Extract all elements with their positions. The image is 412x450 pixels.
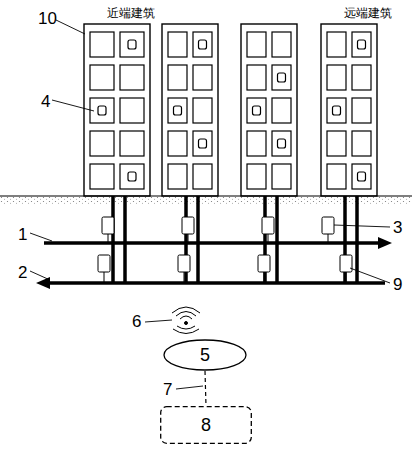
buildings (84, 24, 377, 196)
supply-pipe (44, 237, 392, 249)
ground-line (0, 195, 412, 196)
ellipse-unit: 5 (163, 339, 247, 371)
callout-number: 9 (393, 276, 402, 293)
dashed-box: 8 (160, 406, 252, 444)
meters (98, 217, 352, 283)
callout-number: 6 (132, 313, 141, 330)
callout-number: 8 (201, 416, 211, 434)
return-pipe (36, 277, 385, 289)
callout-number: 2 (18, 264, 27, 281)
callout-number: 1 (18, 226, 27, 243)
wireless-icon (172, 307, 200, 334)
building-label: 远端建筑 (344, 7, 392, 19)
callout-number: 3 (393, 219, 402, 236)
ground-band (0, 196, 412, 205)
callout-number: 4 (41, 93, 50, 110)
leader-lines (30, 20, 390, 389)
riser-pipes (113, 196, 357, 283)
building-label: 近端建筑 (107, 7, 155, 19)
callout-number: 10 (38, 10, 57, 27)
dashed-connector (205, 371, 206, 406)
callout-number: 7 (163, 381, 172, 398)
callout-number: 5 (200, 346, 210, 364)
